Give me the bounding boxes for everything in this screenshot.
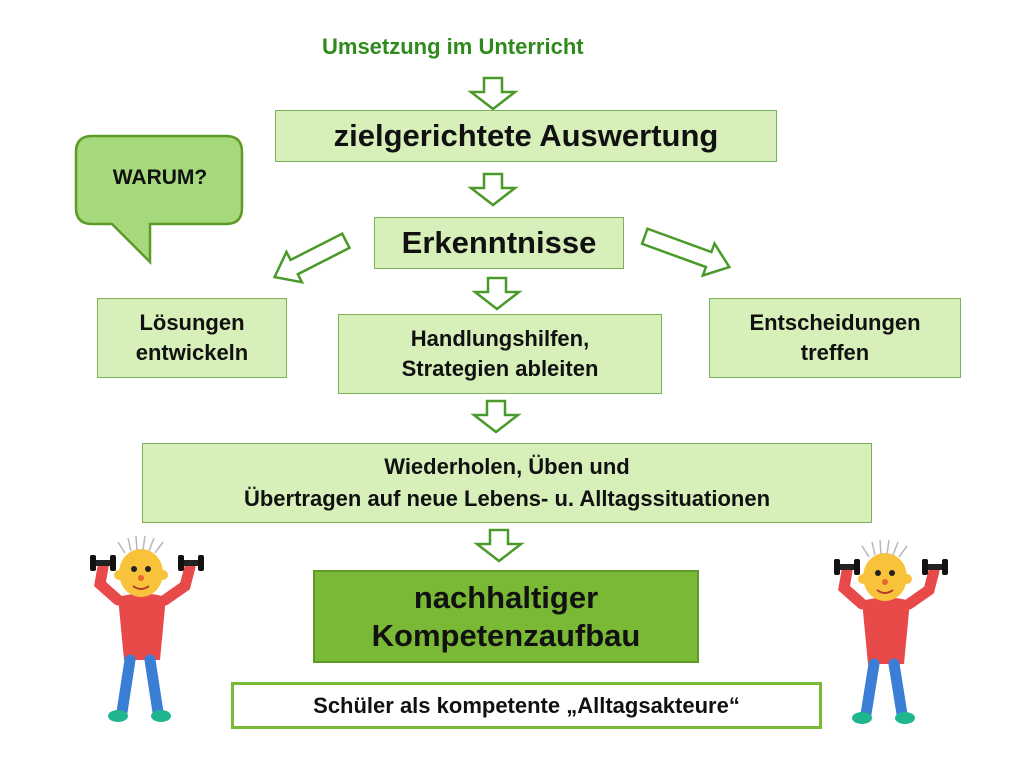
solutions-line-1: Lösungen [139, 310, 245, 335]
down-arrow-icon [471, 276, 523, 311]
goal-line-1: nachhaltiger [413, 579, 599, 615]
strategies-line-1: Handlungshilfen, [410, 326, 590, 351]
goal-box: nachhaltiger Kompetenzaufbau [313, 570, 699, 663]
goal-line-2: Kompetenzaufbau [371, 617, 641, 653]
practice-line-1: Wiederholen, Üben und [384, 454, 630, 479]
diagram-header: Umsetzung im Unterricht [322, 34, 584, 59]
insights-box: Erkenntnisse [374, 217, 624, 269]
decisions-box: Entscheidungen treffen [709, 298, 961, 378]
diagonal-arrow-icon [640, 227, 732, 278]
strategies-box: Handlungshilfen, Strategien ableiten [338, 314, 662, 394]
down-arrow-icon [467, 172, 519, 207]
practice-box: Wiederholen, Üben und Übertragen auf neu… [142, 443, 872, 523]
result-box: Schüler als kompetente „Alltagsakteure“ [231, 682, 822, 729]
decisions-line-2: treffen [800, 340, 870, 365]
insights-text: Erkenntnisse [401, 225, 597, 260]
solutions-line-2: entwickeln [135, 340, 249, 365]
evaluation-box: zielgerichtete Auswertung [275, 110, 777, 162]
result-text: Schüler als kompetente „Alltagsakteure“ [313, 692, 740, 718]
down-arrow-icon [467, 76, 519, 111]
diagonal-arrow-icon [272, 231, 352, 284]
speech-bubble-text: WARUM? [112, 166, 208, 189]
practice-line-2: Übertragen auf neue Lebens- u. Alltagssi… [243, 486, 771, 511]
down-arrow-icon [473, 528, 525, 563]
solutions-box: Lösungen entwickeln [97, 298, 287, 378]
strategies-line-2: Strategien ableiten [401, 356, 599, 381]
evaluation-text: zielgerichtete Auswertung [333, 118, 719, 153]
decisions-line-1: Entscheidungen [749, 310, 921, 335]
down-arrow-icon [470, 399, 522, 434]
